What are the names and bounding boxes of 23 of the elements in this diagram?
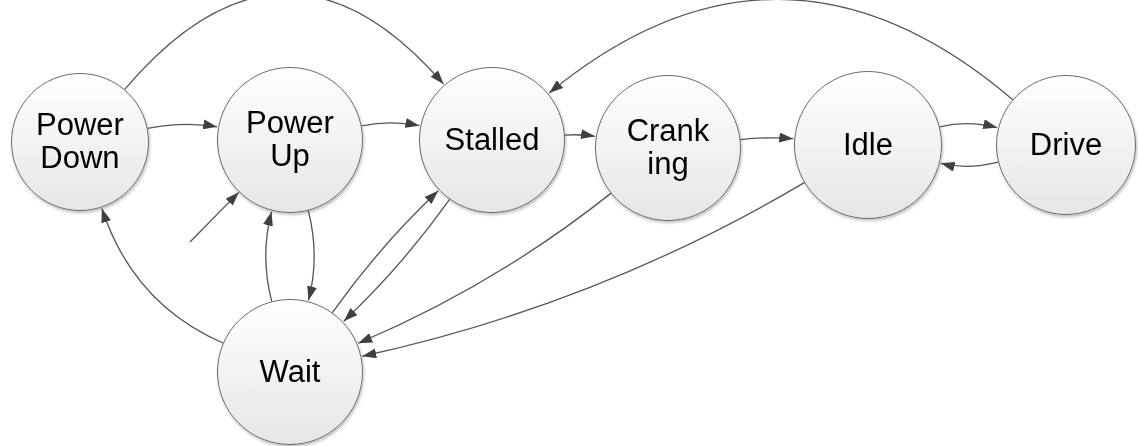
- transition-arrow: [361, 182, 805, 358]
- state-label: Stalled: [444, 123, 540, 157]
- transition-arrow: [357, 192, 612, 344]
- transition-arrow: [940, 161, 999, 172]
- transition-arrow: [331, 190, 439, 314]
- transition-arrow: [343, 198, 451, 322]
- state-label: Power Up: [245, 107, 335, 173]
- transition-arrow: [306, 210, 317, 301]
- transition-arrow: [360, 118, 421, 129]
- transition-arrow: [263, 211, 274, 302]
- state-label: Idle: [843, 128, 893, 162]
- transition-arrow: [124, 0, 445, 91]
- state-label: Drive: [1029, 128, 1103, 162]
- transition-arrow: [564, 129, 596, 140]
- transition-arrow: [739, 132, 794, 143]
- state-label: Crank ing: [625, 115, 711, 181]
- transition-arrow: [939, 119, 998, 130]
- transition-arrow: [189, 191, 240, 243]
- state-label: Power Down: [35, 109, 125, 175]
- state-label: Wait: [259, 355, 321, 389]
- transition-arrow: [548, 0, 1014, 101]
- transition-arrow: [101, 207, 224, 344]
- transition-arrow: [147, 119, 218, 130]
